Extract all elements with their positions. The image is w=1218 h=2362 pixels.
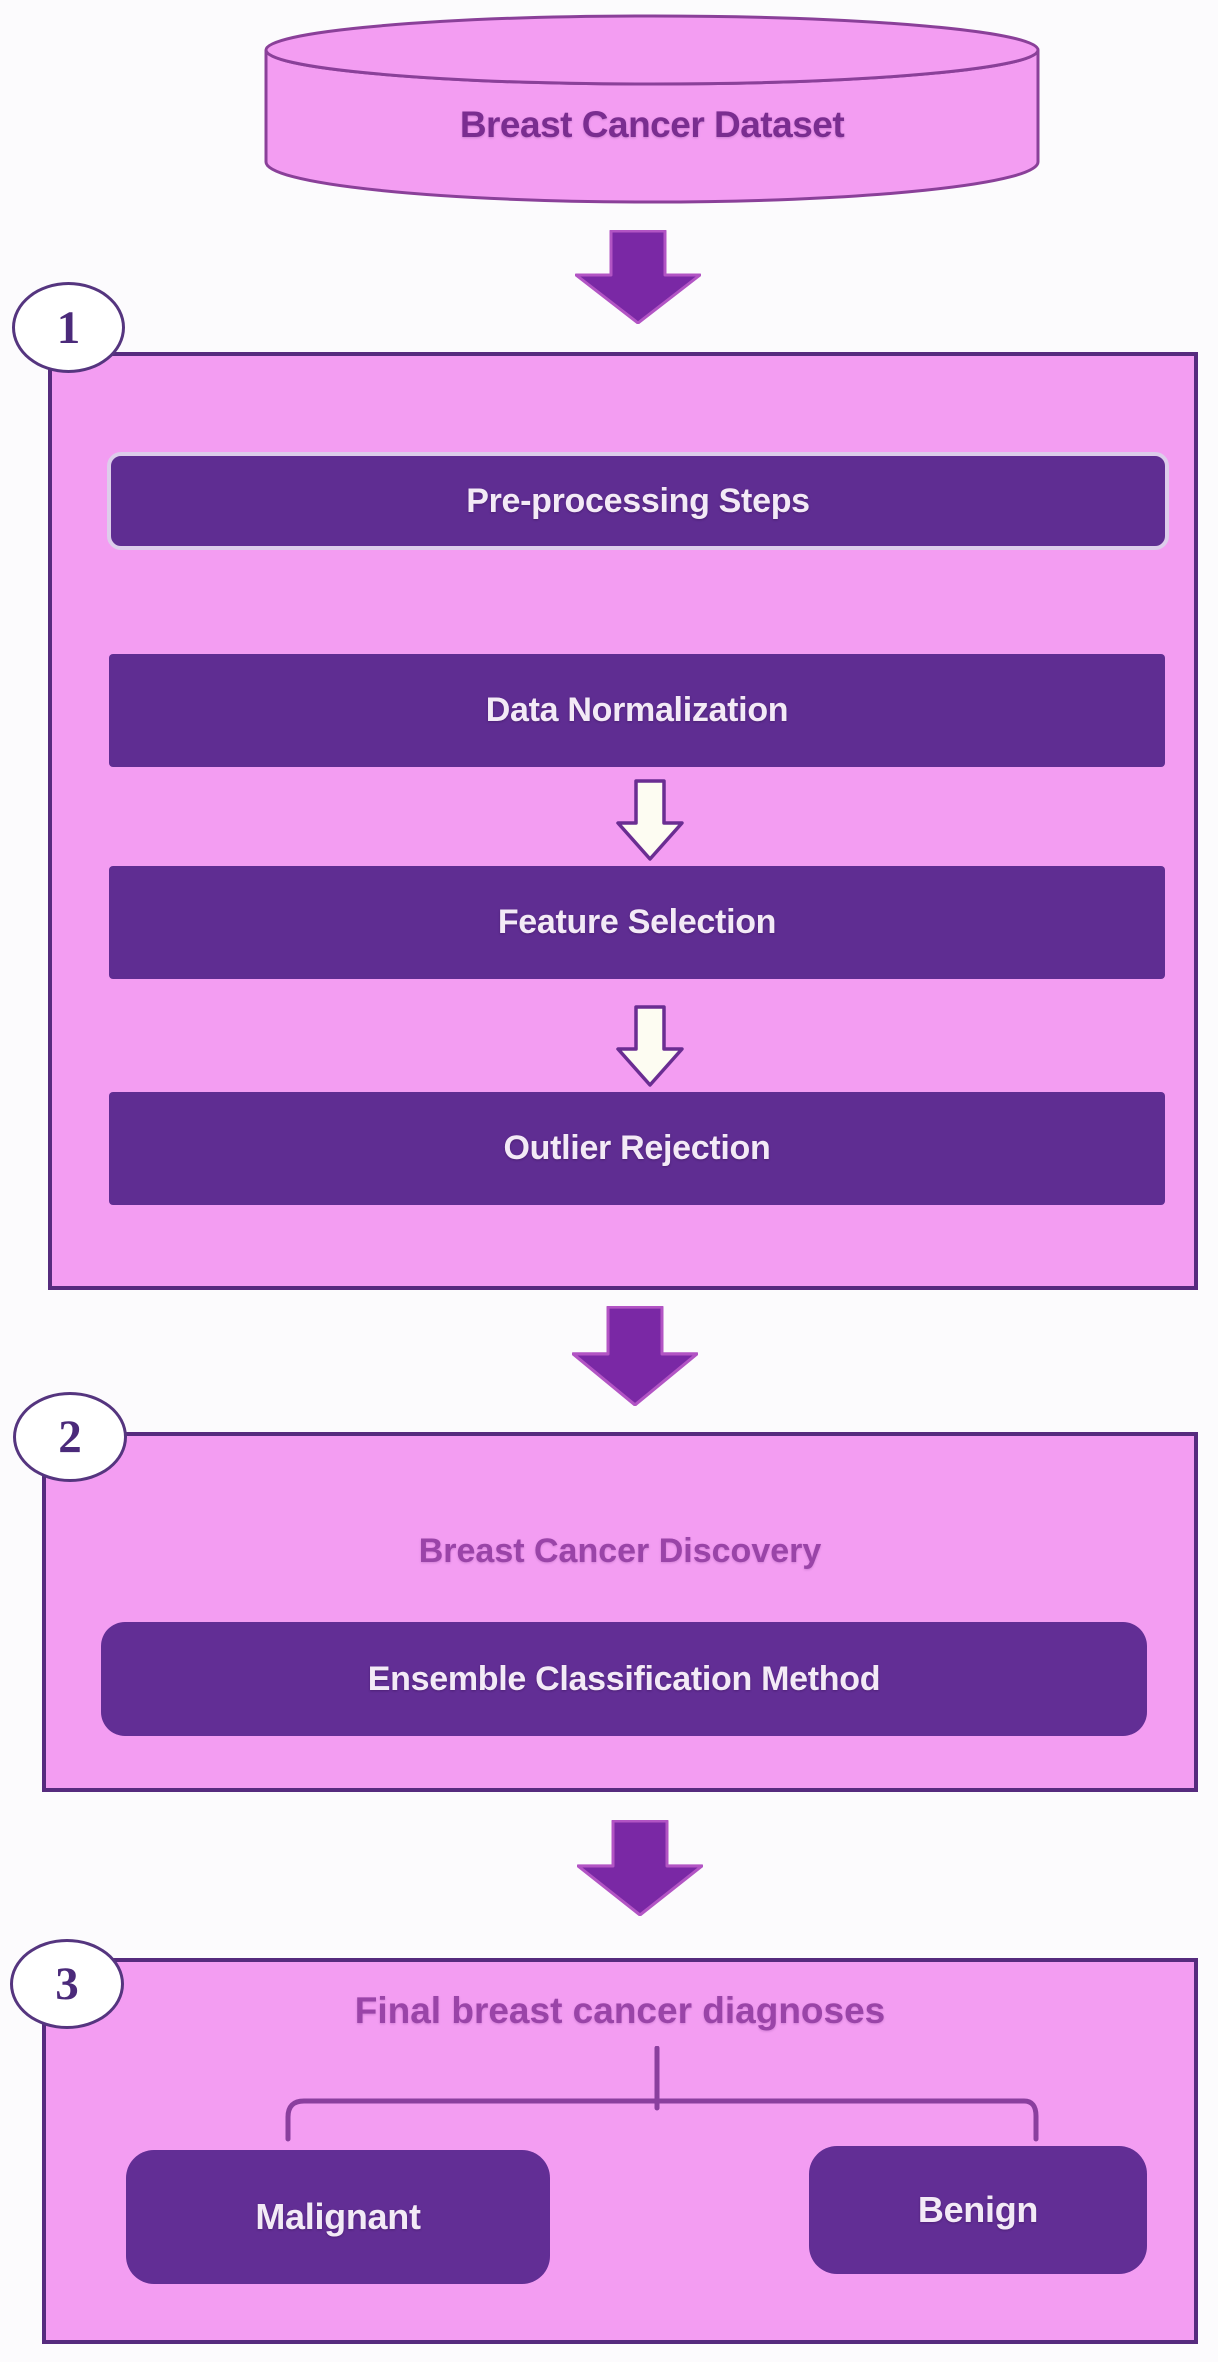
- stage-1-badge-number: 1: [56, 301, 81, 354]
- stage-1-panel: Pre-processing Steps Data Normalization …: [48, 352, 1198, 1290]
- dataset-label: Breast Cancer Dataset: [459, 104, 845, 145]
- ensemble-method-bar: Ensemble Classification Method: [101, 1622, 1147, 1736]
- stage-3-panel: Final breast cancer diagnoses Malignant …: [42, 1958, 1198, 2344]
- stage-2-badge-number: 2: [58, 1411, 82, 1463]
- outcome-malignant-label: Malignant: [255, 2196, 421, 2237]
- down-arrow-icon: [572, 1306, 698, 1406]
- outcome-malignant: Malignant: [126, 2150, 550, 2284]
- stage-3-title: Final breast cancer diagnoses: [354, 1990, 886, 2031]
- ensemble-method-label: Ensemble Classification Method: [367, 1659, 881, 1698]
- preprocessing-header-bar: Pre-processing Steps: [107, 452, 1169, 550]
- step-data-normalization-label: Data Normalization: [485, 691, 789, 729]
- step-data-normalization: Data Normalization: [109, 654, 1165, 767]
- down-arrow-icon: [577, 1820, 703, 1916]
- dataset-cylinder: Breast Cancer Dataset: [263, 12, 1041, 208]
- down-arrow-icon: [616, 1005, 684, 1087]
- stage-3-badge: 3: [10, 1939, 124, 2029]
- outcome-benign-label: Benign: [917, 2189, 1039, 2230]
- split-bracket-icon: [284, 2046, 1040, 2143]
- cylinder-shape-icon: [264, 14, 1040, 204]
- outcome-benign: Benign: [809, 2146, 1147, 2274]
- step-feature-selection: Feature Selection: [109, 866, 1165, 979]
- stage-1-badge: 1: [12, 282, 125, 373]
- stage-2-badge: 2: [13, 1392, 127, 1482]
- stage-3-badge-number: 3: [55, 1958, 79, 2010]
- stage-2-panel: Breast Cancer Discovery Ensemble Classif…: [42, 1432, 1198, 1792]
- step-feature-selection-label: Feature Selection: [497, 903, 777, 941]
- down-arrow-icon: [575, 230, 701, 324]
- stage-2-title: Breast Cancer Discovery: [418, 1532, 822, 1570]
- down-arrow-icon: [616, 779, 684, 861]
- step-outlier-rejection-label: Outlier Rejection: [503, 1129, 771, 1167]
- step-outlier-rejection: Outlier Rejection: [109, 1092, 1165, 1205]
- preprocessing-header-label: Pre-processing Steps: [466, 481, 810, 520]
